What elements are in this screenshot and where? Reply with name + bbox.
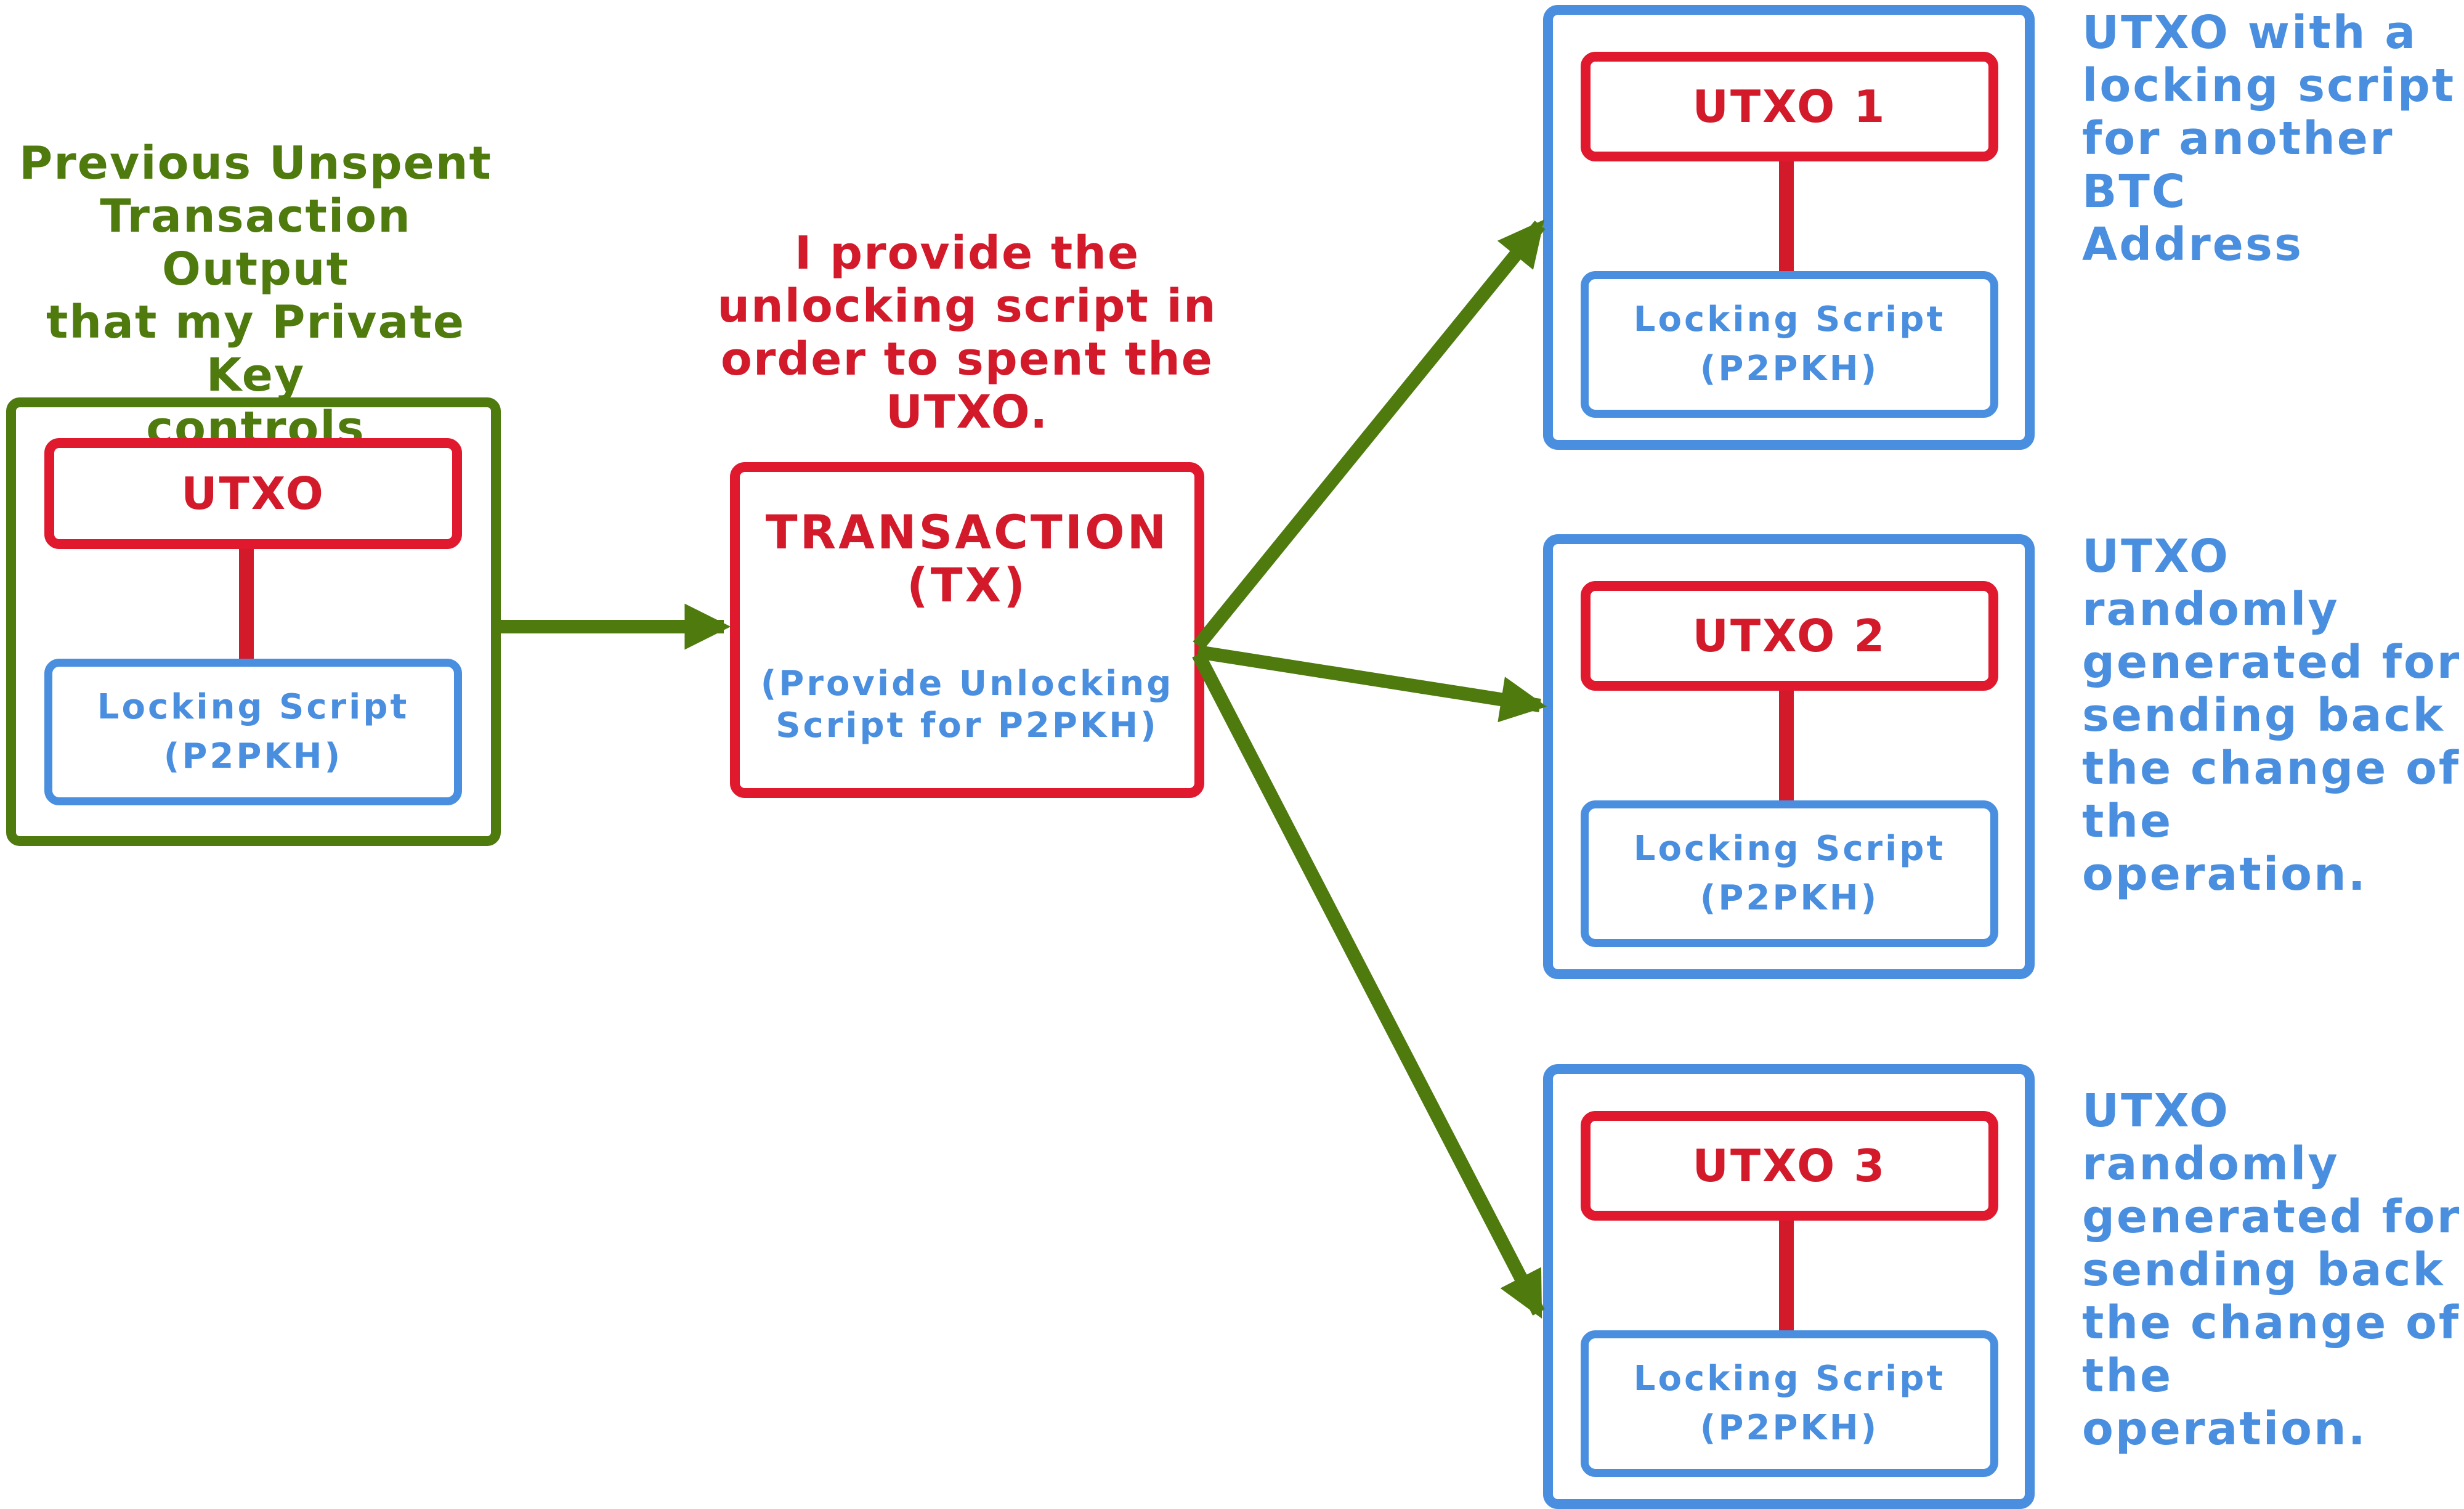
arrow-tx-to-utxo-3 bbox=[1192, 651, 1545, 1319]
transaction-caption-line: UTXO. bbox=[885, 386, 1049, 439]
locking-script-label: Locking Script bbox=[1633, 299, 1946, 340]
note-line: locking script bbox=[2082, 59, 2456, 112]
note-line: UTXO randomly bbox=[2082, 1084, 2340, 1190]
output-utxo-3-box: UTXO 3 bbox=[1581, 1111, 1998, 1221]
source-locking-script-box: Locking Script (P2PKH) bbox=[44, 659, 462, 805]
output-3-locking-script-box: Locking Script (P2PKH) bbox=[1581, 1330, 1998, 1477]
transaction-box: TRANSACTION (TX) (Provide Unlocking Scri… bbox=[730, 462, 1204, 798]
note-line: UTXO randomly bbox=[2082, 530, 2340, 636]
output-utxo-2-box: UTXO 2 bbox=[1581, 581, 1998, 691]
transaction-caption-line: unlocking script in bbox=[717, 280, 1217, 333]
arrow-tx-to-utxo-2 bbox=[1197, 645, 1547, 723]
transaction-caption-line: I provide the bbox=[794, 227, 1140, 280]
output-utxo-1-group bbox=[1543, 5, 2035, 450]
arrow-tx-to-utxo-1 bbox=[1193, 219, 1546, 650]
source-utxo-box: UTXO bbox=[44, 438, 462, 549]
locking-script-type: (P2PKH) bbox=[1700, 349, 1879, 389]
output-2-note: UTXO randomly generated for sending back… bbox=[2082, 530, 2464, 901]
output-3-note: UTXO randomly generated for sending back… bbox=[2082, 1084, 2464, 1455]
source-caption-line: that my Private Key bbox=[46, 296, 466, 402]
note-line: the change of bbox=[2082, 742, 2461, 795]
locking-script-label: Locking Script bbox=[1633, 1359, 1946, 1399]
output-utxo-2-label: UTXO 2 bbox=[1692, 610, 1887, 662]
locking-script-type: (P2PKH) bbox=[1700, 878, 1879, 918]
output-utxo-1-box: UTXO 1 bbox=[1581, 52, 1998, 161]
note-line: sending back bbox=[2082, 1243, 2445, 1296]
transaction-caption-line: order to spent the bbox=[721, 333, 1214, 386]
output-1-connector bbox=[1779, 161, 1794, 271]
note-line: the operation. bbox=[2082, 1349, 2367, 1455]
note-line: the change of bbox=[2082, 1296, 2461, 1349]
source-utxo-group bbox=[6, 397, 501, 846]
transaction-subtitle: Script for P2PKH) bbox=[776, 706, 1159, 746]
locking-script-label: Locking Script bbox=[1633, 829, 1946, 869]
locking-script-type: (P2PKH) bbox=[1700, 1408, 1879, 1448]
note-line: for another BTC bbox=[2082, 112, 2394, 218]
locking-script-label: Locking Script bbox=[97, 687, 410, 727]
note-line: generated for bbox=[2082, 1190, 2462, 1243]
output-2-locking-script-box: Locking Script (P2PKH) bbox=[1581, 800, 1998, 947]
transaction-title: TRANSACTION bbox=[765, 505, 1169, 559]
output-1-note: UTXO with a locking script for another B… bbox=[2082, 6, 2464, 271]
note-line: sending back bbox=[2082, 689, 2445, 742]
note-line: UTXO with a bbox=[2082, 6, 2418, 59]
source-caption-line: Previous Unspent bbox=[19, 137, 492, 190]
source-caption-line: Transaction Output bbox=[100, 190, 411, 296]
output-3-connector bbox=[1779, 1221, 1794, 1330]
note-line: the operation. bbox=[2082, 795, 2367, 901]
source-caption: Previous Unspent Transaction Output that… bbox=[0, 137, 511, 455]
transaction-title-abbr: (TX) bbox=[907, 558, 1027, 612]
locking-script-type: (P2PKH) bbox=[163, 736, 343, 776]
output-utxo-2-group bbox=[1543, 534, 2035, 979]
source-utxo-label: UTXO bbox=[181, 468, 325, 519]
output-2-connector bbox=[1779, 691, 1794, 800]
transaction-caption: I provide the unlocking script in order … bbox=[715, 227, 1220, 439]
note-line: Address bbox=[2082, 218, 2303, 271]
output-utxo-3-label: UTXO 3 bbox=[1692, 1140, 1887, 1192]
source-connector bbox=[239, 549, 254, 659]
output-utxo-1-label: UTXO 1 bbox=[1692, 81, 1887, 132]
note-line: generated for bbox=[2082, 636, 2462, 689]
transaction-subtitle: (Provide Unlocking bbox=[760, 664, 1174, 704]
output-1-locking-script-box: Locking Script (P2PKH) bbox=[1581, 271, 1998, 418]
